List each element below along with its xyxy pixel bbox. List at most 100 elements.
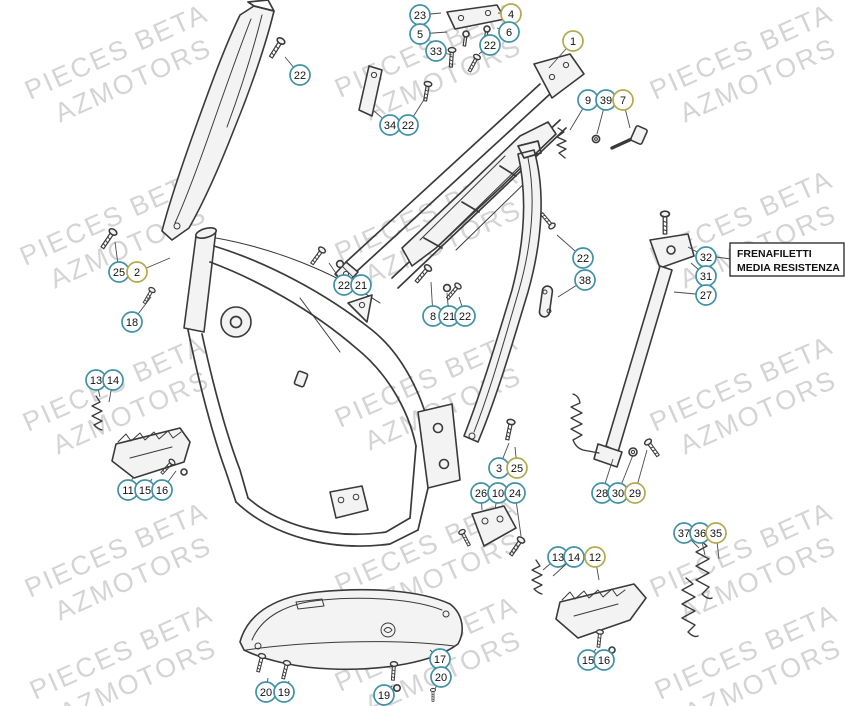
note-line1: FRENAFILETTI (737, 248, 812, 260)
callout-number: 33 (430, 46, 442, 58)
callout-circle (289, 64, 311, 86)
callout-circle (498, 21, 520, 43)
callout-circle (409, 23, 431, 45)
callout-number: 25 (511, 463, 523, 475)
callout-number: 3 (496, 463, 502, 475)
callout-26: 26 (470, 482, 492, 511)
callout-13: 13 (85, 369, 107, 398)
callout-number: 16 (598, 655, 610, 667)
callout-38: 38 (557, 269, 596, 298)
callout-circle (102, 369, 124, 391)
callout-circle (504, 482, 526, 504)
callout-circle (563, 546, 585, 568)
callout-number: 7 (620, 95, 626, 107)
link-38 (538, 285, 554, 318)
footpeg-right (531, 559, 647, 654)
callout-circle (151, 479, 173, 501)
callout-number: 2 (134, 267, 140, 279)
callout-circle (506, 457, 528, 479)
callout-circle (373, 684, 395, 706)
callout-number: 39 (600, 95, 612, 107)
callout-circle (584, 546, 606, 568)
callout-17: 17 (429, 648, 451, 670)
callout-36: 36 (689, 522, 711, 556)
callout-21: 21 (342, 266, 372, 296)
callout-number: 17 (434, 654, 446, 666)
callout-number: 24 (509, 488, 521, 500)
callout-number: 22 (402, 120, 414, 132)
callout-9: 9 (569, 89, 599, 131)
callout-number: 26 (475, 488, 487, 500)
callout-number: 16 (156, 485, 168, 497)
callout-6: 6 (496, 21, 520, 43)
exploded-parts-illustration (91, 0, 713, 702)
callout-number: 31 (700, 271, 712, 283)
callout-number: 30 (612, 488, 624, 500)
callout-25: 25 (506, 446, 528, 479)
callout-22: 22 (478, 34, 501, 56)
callout-14: 14 (102, 369, 124, 403)
callout-22: 22 (454, 296, 476, 327)
callout-number: 22 (484, 40, 496, 52)
callout-8: 8 (422, 281, 444, 327)
callout-number: 20 (260, 687, 272, 699)
callout-37: 37 (673, 522, 700, 549)
callout-number: 38 (579, 275, 591, 287)
lower-bracket (457, 417, 527, 558)
callout-3: 3 (488, 442, 510, 479)
callout-number: 28 (596, 488, 608, 500)
callout-18: 18 (121, 296, 152, 333)
callout-number: 19 (278, 687, 290, 699)
callout-number: 29 (629, 488, 641, 500)
callout-circle (126, 261, 148, 283)
callout-circle (612, 89, 634, 111)
callout-circle (574, 269, 596, 291)
callout-number: 18 (126, 317, 138, 329)
callout-2: 2 (126, 257, 171, 283)
callout-16: 16 (151, 470, 177, 501)
callout-22: 22 (328, 262, 355, 296)
skid-plate-bolts (253, 652, 436, 702)
rear-side-bracket (463, 140, 557, 443)
callout-33: 33 (425, 40, 453, 62)
callout-number: 34 (384, 120, 396, 132)
callout-7: 7 (612, 89, 634, 129)
callout-circle (430, 666, 452, 688)
callout-number: 10 (492, 488, 504, 500)
callout-number: 13 (90, 375, 102, 387)
callout-circle (454, 305, 476, 327)
callout-16: 16 (593, 649, 615, 671)
callout-number: 20 (435, 672, 447, 684)
side-stand (570, 210, 695, 468)
stand-hardware (556, 125, 648, 159)
callout-23: 23 (409, 4, 442, 26)
callout-19: 19 (373, 684, 395, 706)
callout-12: 12 (584, 546, 606, 581)
callout-number: 25 (113, 267, 125, 279)
callout-circle (593, 649, 615, 671)
callout-number: 8 (430, 311, 436, 323)
callout-number: 36 (694, 528, 706, 540)
callout-number: 14 (568, 552, 580, 564)
callout-number: 13 (552, 552, 564, 564)
callout-number: 11 (122, 485, 133, 497)
main-frame (183, 226, 461, 547)
callout-circle (562, 30, 584, 52)
callout-20: 20 (430, 666, 452, 690)
callout-circle (479, 34, 501, 56)
frame-bolts (98, 226, 463, 306)
callout-number: 15 (582, 655, 594, 667)
callout-19: 19 (273, 680, 295, 703)
callout-22: 22 (284, 56, 311, 86)
callout-31: 31 (690, 262, 717, 287)
callout-32: 32 (687, 246, 717, 268)
callout-35: 35 (705, 522, 727, 560)
guard-bolt (266, 35, 287, 61)
callout-15: 15 (577, 648, 599, 671)
callout-1: 1 (548, 30, 584, 69)
